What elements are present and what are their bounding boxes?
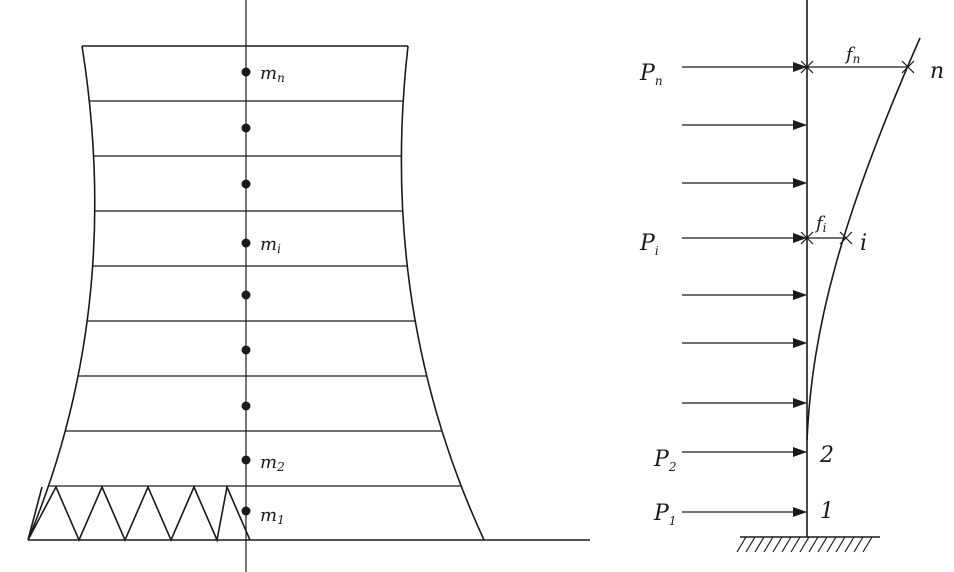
deflection-fi-tick-right2 — [839, 231, 853, 245]
mass-point — [241, 238, 251, 248]
fixed-support-hatching — [736, 536, 873, 553]
support-columns-zigzag — [27, 484, 251, 543]
mass-labels: mn mi m2 m1 — [260, 63, 285, 527]
mass-points — [241, 67, 251, 516]
tower-right-outline — [400, 45, 485, 541]
hatch-line — [772, 536, 783, 553]
mass-label-2: m2 — [260, 452, 285, 474]
node-label-i: i — [860, 231, 867, 256]
force-labels: Pn Pi P2 P1 — [639, 61, 676, 528]
deflection-fn-label: fn — [844, 44, 860, 66]
mass-label-1: m1 — [260, 505, 285, 527]
hatch-line — [808, 536, 819, 553]
tower-section-lines — [48, 100, 461, 487]
mass-point — [241, 123, 251, 133]
hatch-line — [790, 536, 801, 553]
hatch-line — [745, 536, 756, 553]
hatch-line — [763, 536, 774, 553]
mass-label-n: mn — [260, 63, 285, 85]
force-label-2: P2 — [653, 447, 676, 474]
node-label-1: 1 — [820, 499, 834, 524]
mass-point — [241, 455, 251, 465]
hatch-line — [754, 536, 765, 553]
hatch-line — [781, 536, 792, 553]
node-label-2: 2 — [819, 443, 834, 468]
cantilever-figure: Pn Pi P2 P1 fn — [639, 0, 944, 553]
hatch-line — [817, 536, 828, 553]
hatch-line — [862, 536, 873, 553]
tower-left-outline — [27, 45, 96, 541]
hatch-line — [835, 536, 846, 553]
hatch-line — [844, 536, 855, 553]
node-label-n: n — [930, 59, 944, 84]
node-labels: n i 2 1 — [819, 59, 944, 524]
hatch-line — [853, 536, 864, 553]
deflection-fn-tick-right2 — [901, 60, 915, 74]
deflected-shape — [806, 37, 921, 441]
mass-point — [241, 67, 251, 77]
mass-point — [241, 506, 251, 516]
mass-point — [241, 401, 251, 411]
force-label-1: P1 — [653, 501, 676, 528]
hatch-line — [799, 536, 810, 553]
force-label-n: Pn — [639, 61, 663, 88]
mass-point — [241, 179, 251, 189]
deflection-fi-label: fi — [814, 213, 827, 235]
force-arrows — [682, 62, 807, 517]
mass-point — [241, 345, 251, 355]
hatch-line — [826, 536, 837, 553]
deflection-dimensions: fn fi — [800, 44, 915, 245]
deflection-fi-tick-left2 — [800, 231, 814, 245]
mass-point — [241, 290, 251, 300]
hatch-line — [736, 536, 747, 553]
mass-label-i: mi — [260, 234, 281, 256]
deflection-fn-tick-left2 — [800, 60, 814, 74]
force-label-i: Pi — [639, 231, 659, 258]
tower-figure: mn mi m2 m1 — [27, 0, 590, 572]
